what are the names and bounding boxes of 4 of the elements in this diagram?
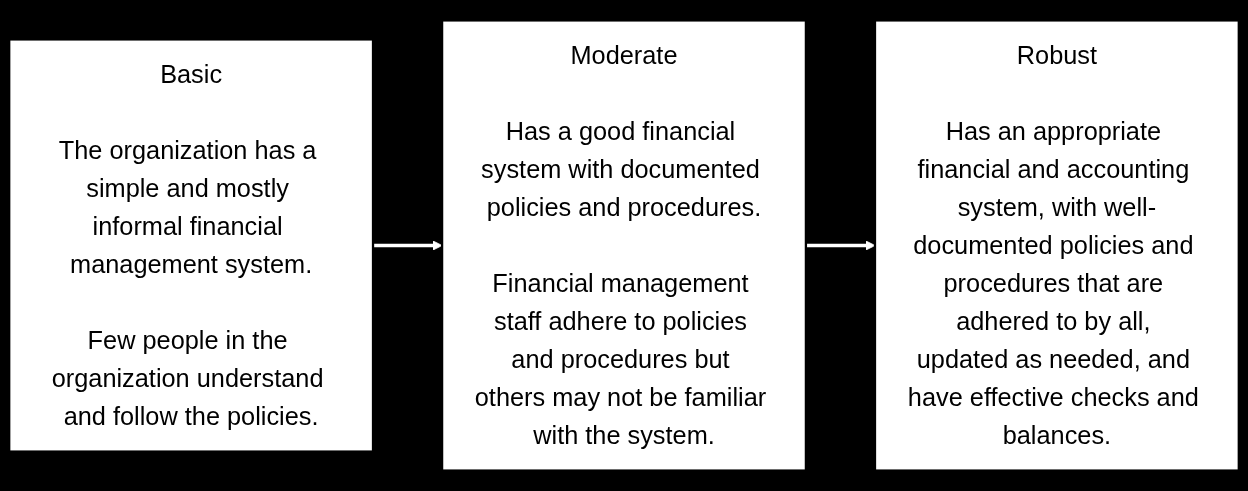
node-box: Moderate Has a good financial system with documented policies and procedures. Financial management staff adhere to policies and procedures but others may not be familiar with the system. bbox=[440, 19, 808, 472]
arrow bbox=[373, 240, 443, 251]
node-box: Robust Has an appropriate financial and accounting system, with well-documented policies and procedures that are adhered to by all, updated as needed, and have effective checks and balances. bbox=[873, 19, 1240, 472]
node-box: Basic The organization has a simple and mostly informal financial management system. Few people in the organization understand and follow the policies. bbox=[8, 38, 375, 453]
